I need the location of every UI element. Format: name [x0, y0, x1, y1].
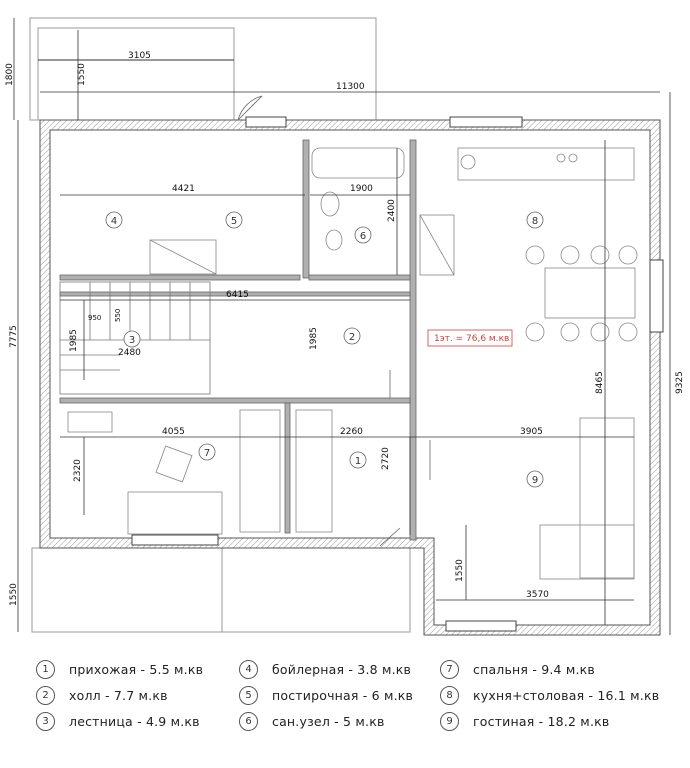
- legend-item: 3 лестница - 4.9 м.кв: [36, 708, 203, 734]
- legend-column-3: 7 спальня - 9.4 м.кв 8 кухня+столовая - …: [440, 656, 659, 734]
- dim-7775: 7775: [9, 325, 19, 348]
- legend-number: 1: [36, 659, 55, 679]
- dim-2720: 2720: [381, 447, 391, 470]
- dim-9325: 9325: [675, 371, 685, 394]
- legend-item: 6 сан.узел - 5 м.кв: [239, 708, 413, 734]
- dim-1800: 1800: [5, 63, 15, 86]
- legend-number: 6: [239, 711, 258, 731]
- legend-number: 3: [36, 711, 55, 731]
- room-marker-8: 8: [532, 216, 538, 227]
- dim-2480: 2480: [118, 348, 141, 358]
- dim-8465: 8465: [595, 371, 605, 394]
- room-marker-2: 2: [349, 332, 355, 343]
- legend-number: 9: [440, 711, 459, 731]
- dimension-lines: [13, 18, 671, 635]
- dim-950: 950: [88, 314, 101, 322]
- dim-1550-right: 1550: [455, 559, 465, 582]
- dim-2320: 2320: [73, 459, 83, 482]
- legend-number: 7: [440, 659, 459, 679]
- legend-column-2: 4 бойлерная - 3.8 м.кв 5 постирочная - 6…: [239, 656, 413, 734]
- legend-item: 4 бойлерная - 3.8 м.кв: [239, 656, 413, 682]
- room-marker-3: 3: [129, 335, 135, 346]
- windows: [131, 116, 664, 632]
- legend-label: прихожая - 5.5 м.кв: [69, 661, 204, 677]
- legend-item: 9 гостиная - 18.2 м.кв: [440, 708, 659, 734]
- room-marker-5: 5: [231, 216, 237, 227]
- room-marker-labels: 1 2 3 4 5 6 7 8 9: [111, 216, 538, 486]
- legend-number: 2: [36, 685, 55, 705]
- exterior-walls: [39, 119, 661, 636]
- legend-number: 5: [239, 685, 258, 705]
- legend-label: сан.узел - 5 м.кв: [272, 713, 385, 729]
- dimension-labels: 3105 1550 1800 11300 4421 1900 2400 6415…: [5, 51, 685, 606]
- dim-3570: 3570: [526, 590, 549, 600]
- legend-label: лестница - 4.9 м.кв: [69, 713, 200, 729]
- interior-walls: [59, 139, 417, 541]
- dim-1900: 1900: [350, 184, 373, 194]
- dim-4055: 4055: [162, 427, 185, 437]
- legend-label: кухня+столовая - 16.1 м.кв: [473, 687, 660, 703]
- room-marker-4: 4: [111, 216, 117, 227]
- legend-item: 8 кухня+столовая - 16.1 м.кв: [440, 682, 659, 708]
- floor-plan: 3105 1550 1800 11300 4421 1900 2400 6415…: [5, 17, 685, 636]
- legend-number: 4: [239, 659, 258, 679]
- room-markers: [105, 211, 544, 488]
- dim-6415: 6415: [226, 290, 249, 300]
- dim-1550-left: 1550: [9, 583, 19, 606]
- dim-1550-balcony: 1550: [77, 63, 87, 86]
- lower-terrace: [31, 547, 411, 633]
- legend-column-1: 1 прихожая - 5.5 м.кв 2 холл - 7.7 м.кв …: [36, 656, 203, 734]
- legend-label: холл - 7.7 м.кв: [69, 687, 168, 703]
- dim-1985-mid: 1985: [309, 327, 319, 350]
- floor-area-tag: 1эт. = 76,6 м.кв: [427, 329, 513, 347]
- legend-label: бойлерная - 3.8 м.кв: [272, 661, 412, 677]
- dim-3105: 3105: [128, 51, 151, 61]
- dim-3905: 3905: [520, 427, 543, 437]
- doors: [237, 95, 431, 547]
- dim-550: 550: [114, 309, 122, 322]
- room-marker-6: 6: [360, 231, 366, 242]
- dim-4421: 4421: [172, 184, 195, 194]
- room-marker-9: 9: [532, 475, 538, 486]
- legend-label: гостиная - 18.2 м.кв: [473, 713, 610, 729]
- room-marker-1: 1: [355, 456, 361, 467]
- dim-2400: 2400: [387, 199, 397, 222]
- room-legend: 1 прихожая - 5.5 м.кв 2 холл - 7.7 м.кв …: [36, 656, 686, 744]
- legend-item: 2 холл - 7.7 м.кв: [36, 682, 203, 708]
- fixtures: [67, 147, 638, 580]
- legend-item: 1 прихожая - 5.5 м.кв: [36, 656, 203, 682]
- dim-11300: 11300: [336, 82, 365, 92]
- legend-item: 5 постирочная - 6 м.кв: [239, 682, 413, 708]
- legend-item: 7 спальня - 9.4 м.кв: [440, 656, 659, 682]
- dim-2260: 2260: [340, 427, 363, 437]
- legend-label: постирочная - 6 м.кв: [272, 687, 414, 703]
- legend-number: 8: [440, 685, 459, 705]
- room-marker-7: 7: [204, 448, 210, 459]
- floor-area-text: 1эт. = 76,6 м.кв: [434, 334, 509, 344]
- legend-label: спальня - 9.4 м.кв: [473, 661, 595, 677]
- dim-1985-left: 1985: [69, 329, 79, 352]
